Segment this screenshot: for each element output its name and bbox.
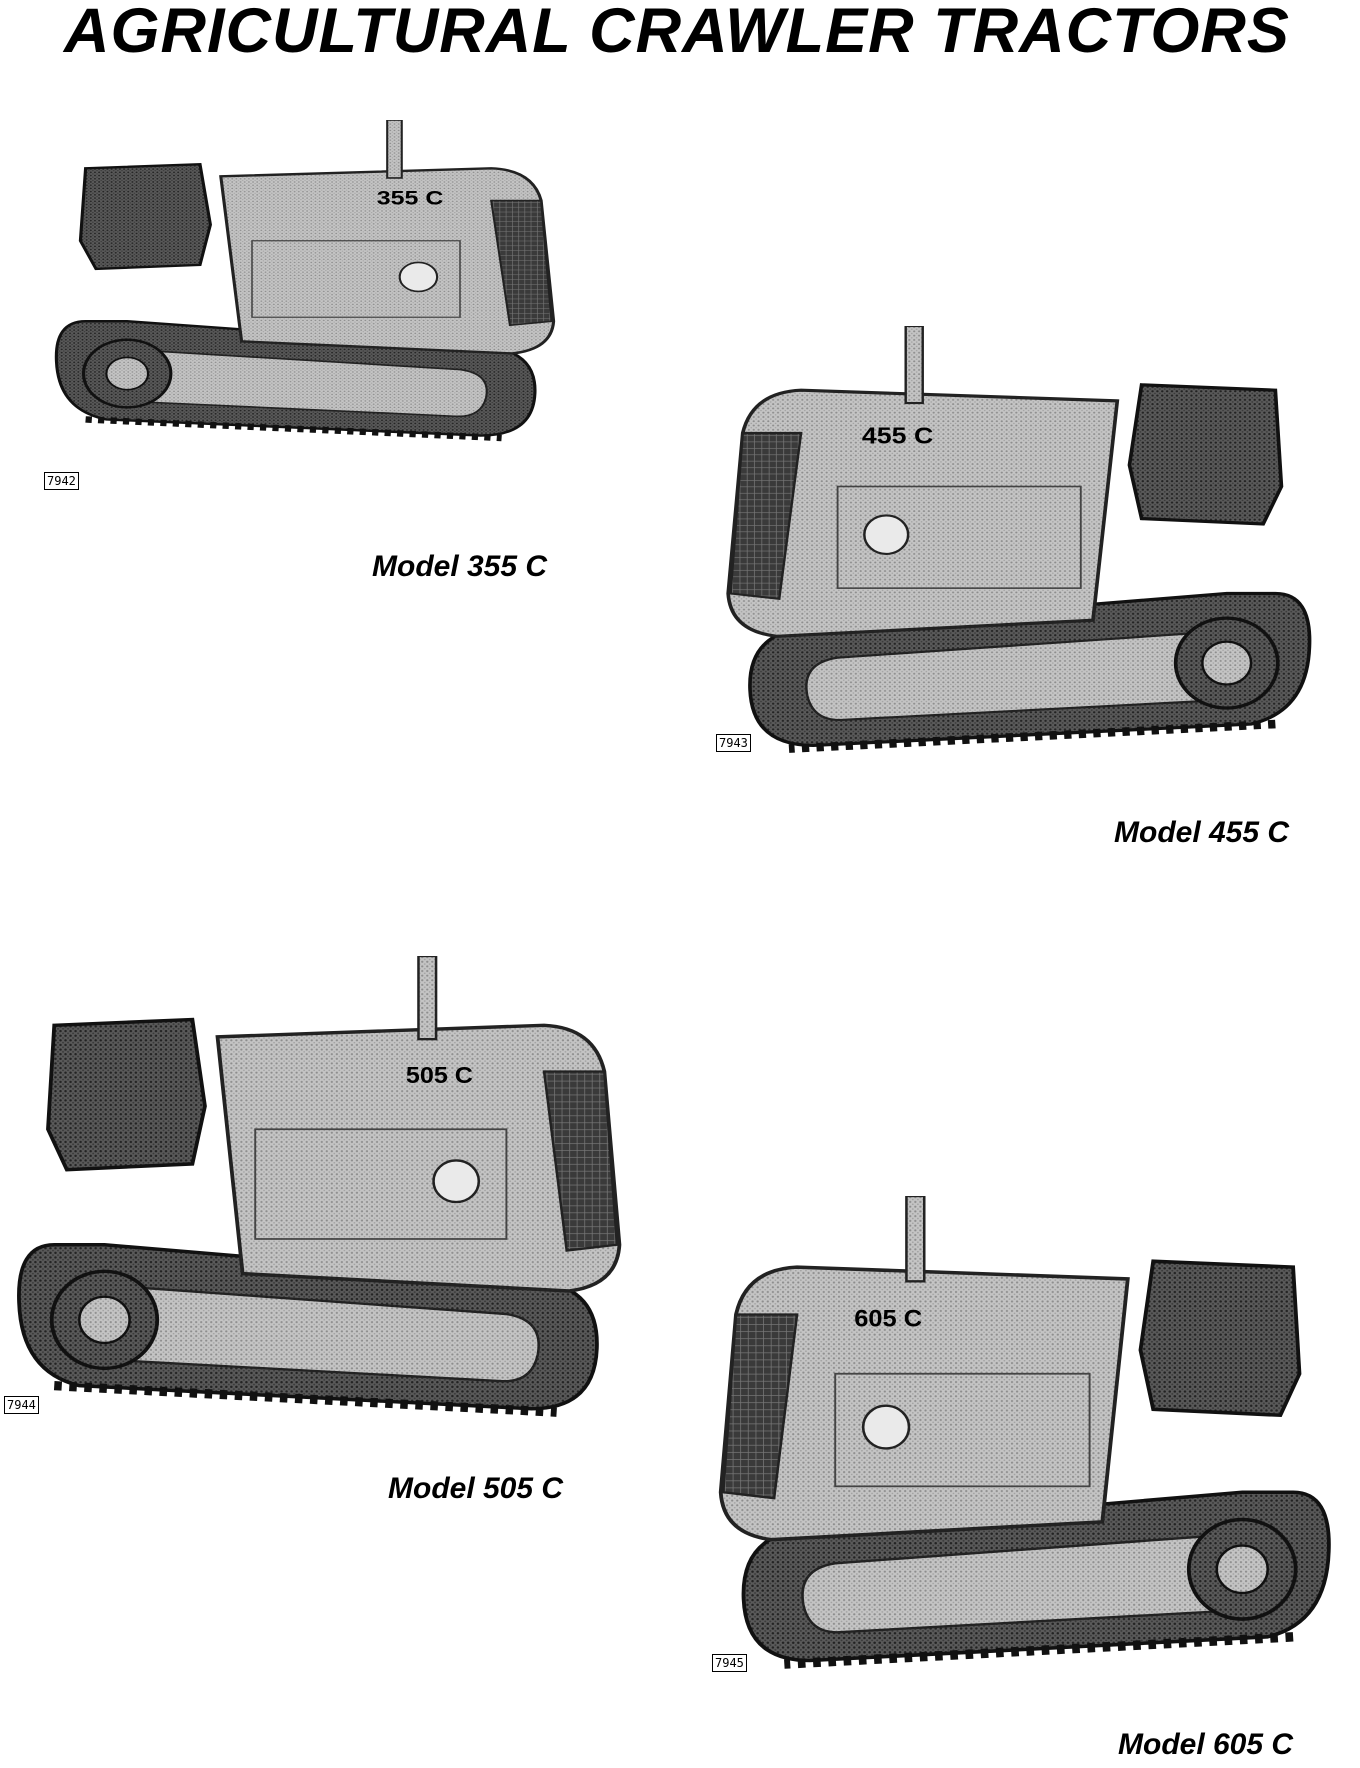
figure-ref-7944: 7944 [4, 1396, 39, 1414]
tractor-photo-455c: 455 C [716, 326, 1324, 754]
tractor-photo-505c: 505 C [4, 956, 632, 1418]
model-caption-505c: Model 505 C [388, 1472, 564, 1505]
model-badge: 355 C [377, 187, 444, 209]
tractor-photo-355c: 355 C [44, 120, 564, 442]
model-caption-605c: Model 605 C [1118, 1728, 1294, 1761]
figure-ref-7943: 7943 [716, 734, 751, 752]
figure-ref-7942: 7942 [44, 472, 79, 490]
page-title: AGRICULTURAL CRAWLER TRACTORS [64, 0, 1290, 66]
model-caption-455c: Model 455 C [1114, 816, 1290, 849]
model-caption-355c: Model 355 C [372, 550, 548, 583]
model-badge: 605 C [854, 1306, 922, 1332]
model-badge: 505 C [406, 1063, 473, 1089]
model-badge: 455 C [862, 423, 933, 449]
tractor-photo-605c: 605 C [708, 1196, 1344, 1670]
figure-ref-7945: 7945 [712, 1654, 747, 1672]
